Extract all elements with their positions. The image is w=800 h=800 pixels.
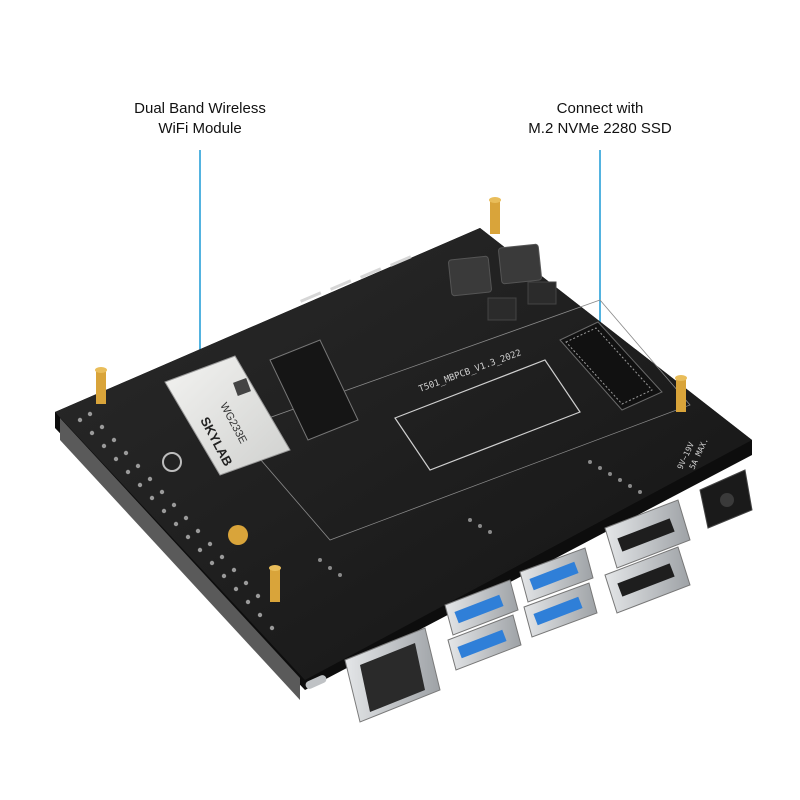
gold-mount-pad bbox=[228, 525, 248, 545]
top-silk-labels bbox=[300, 255, 412, 303]
ssd-slot-callout: Connect with M.2 NVMe 2280 SSD bbox=[490, 99, 710, 139]
standoff-3 bbox=[675, 375, 687, 412]
wifi-callout-line-1: Dual Band Wireless bbox=[134, 100, 266, 117]
standoff-2 bbox=[489, 197, 501, 234]
dc-power-jack bbox=[699, 469, 753, 529]
ethernet-port bbox=[344, 627, 441, 723]
standoff-1 bbox=[95, 367, 107, 404]
ssd-callout-line-1: Connect with bbox=[556, 100, 644, 117]
gpio-pins bbox=[77, 411, 275, 631]
usb-c-port bbox=[305, 675, 327, 689]
ssd-callout-line-2: M.2 NVMe 2280 SSD bbox=[528, 120, 672, 137]
wifi-module-qr bbox=[233, 378, 251, 396]
wifi-module-callout: Dual Band Wireless WiFi Module bbox=[100, 99, 300, 139]
silk-outline-ssd bbox=[394, 359, 581, 471]
gpio-header bbox=[60, 418, 300, 700]
m2-slot-pins bbox=[565, 327, 653, 405]
pcb-board bbox=[55, 228, 752, 680]
display-ports bbox=[604, 499, 691, 614]
usb-ports bbox=[444, 547, 598, 671]
inductor-2 bbox=[498, 243, 542, 285]
mini-pcie-slot bbox=[269, 339, 359, 441]
silk-outline-long bbox=[234, 299, 691, 541]
wifi-module: SKYLAB WG233E bbox=[164, 355, 291, 476]
via-dots bbox=[318, 460, 642, 577]
standoff-4 bbox=[269, 565, 281, 602]
standoffs bbox=[95, 197, 687, 602]
mount-hole bbox=[162, 452, 182, 472]
inductor-1 bbox=[448, 255, 492, 297]
ic-chip-1 bbox=[487, 297, 517, 321]
m2-ssd-slot bbox=[559, 321, 663, 411]
ic-chip-2 bbox=[527, 281, 557, 305]
wifi-callout-line-2: WiFi Module bbox=[158, 120, 242, 137]
